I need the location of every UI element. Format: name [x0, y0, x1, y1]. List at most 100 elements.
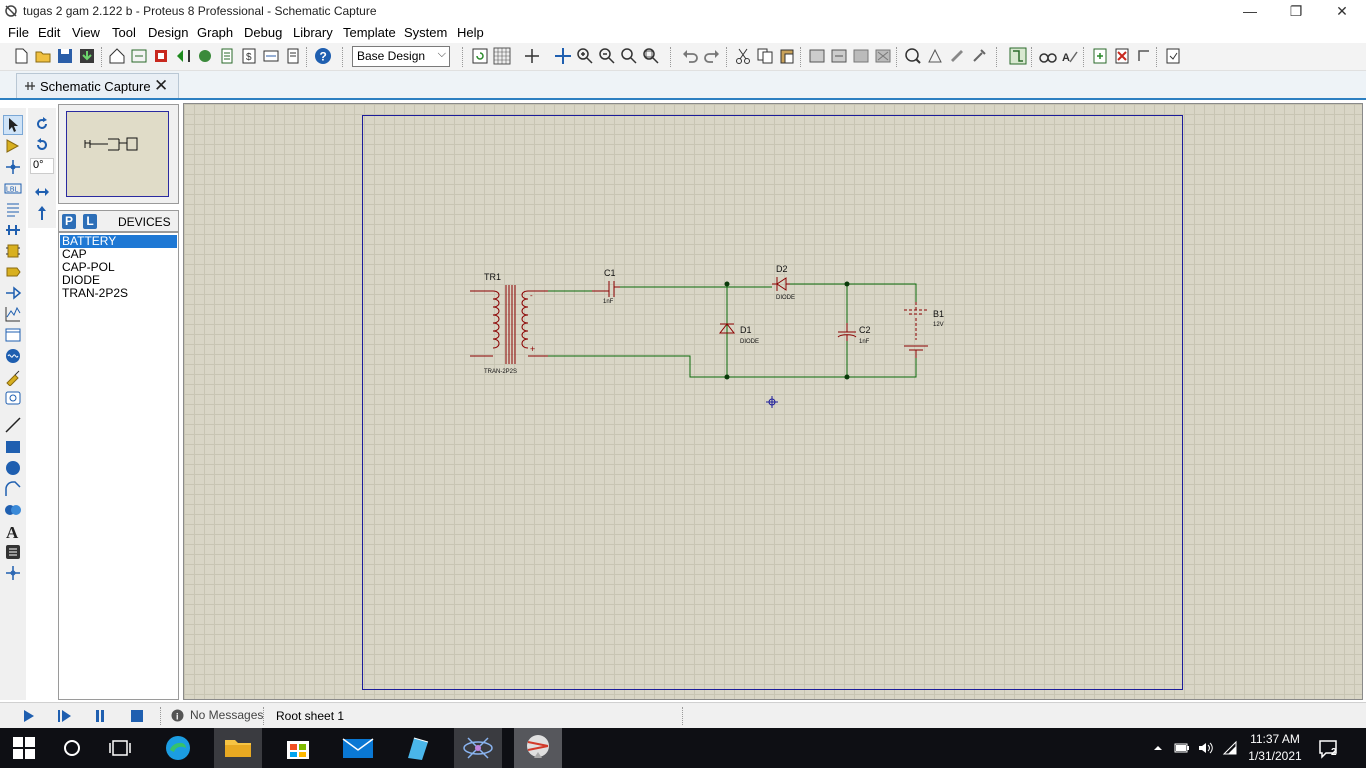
erc-report-icon[interactable]	[1163, 46, 1183, 66]
chevron-up-icon[interactable]	[1151, 741, 1165, 755]
undo-icon[interactable]	[680, 46, 700, 66]
junction-dot-icon[interactable]	[4, 158, 22, 176]
2d-markers-icon[interactable]	[4, 564, 22, 582]
rotate-clockwise-icon[interactable]	[34, 116, 50, 132]
proteus-isis-taskbar-icon[interactable]	[454, 728, 502, 768]
block-move-icon[interactable]	[829, 46, 849, 66]
home-icon[interactable]	[107, 46, 127, 66]
mail-icon[interactable]	[334, 728, 382, 768]
mirror-vertical-icon[interactable]	[34, 205, 50, 221]
pick-devices-button[interactable]: P	[62, 214, 76, 229]
tab-schematic-capture[interactable]: Schematic Capture ✕	[16, 73, 179, 98]
volume-icon[interactable]	[1197, 740, 1215, 756]
subcircuit-icon[interactable]	[4, 242, 22, 260]
help-icon[interactable]: ?	[313, 46, 333, 66]
component-mode-icon[interactable]	[4, 137, 22, 155]
message-count[interactable]: No Messages	[190, 708, 264, 722]
edge-browser-icon[interactable]	[154, 728, 202, 768]
decompose-icon[interactable]	[969, 46, 989, 66]
grid-toggle-icon[interactable]	[492, 46, 512, 66]
device-item-battery[interactable]: BATTERY	[60, 235, 177, 248]
schematic-icon[interactable]	[129, 46, 149, 66]
design-variant-select[interactable]: Base Design ⌵	[352, 46, 450, 67]
wire-label-icon[interactable]: LBL	[4, 179, 22, 197]
graph-mode-icon[interactable]	[4, 305, 22, 323]
device-pins-icon[interactable]	[4, 284, 22, 302]
voltage-probe-icon[interactable]	[4, 368, 22, 386]
paste-icon[interactable]	[777, 46, 797, 66]
menu-view[interactable]: View	[72, 25, 100, 40]
copy-icon[interactable]	[755, 46, 775, 66]
menu-help[interactable]: Help	[457, 25, 484, 40]
2d-symbol-icon[interactable]	[4, 543, 22, 561]
dollar-icon[interactable]: $	[239, 46, 259, 66]
2d-box-icon[interactable]	[4, 438, 22, 456]
2d-path-icon[interactable]	[4, 501, 22, 519]
proteus-taskbar-icon[interactable]	[514, 728, 562, 768]
open-folder-icon[interactable]	[33, 46, 53, 66]
stop-icon[interactable]	[129, 708, 145, 724]
clock[interactable]: 11:37 AM 1/31/2021	[1240, 731, 1310, 765]
restore-button[interactable]: ❐	[1289, 3, 1303, 19]
design-explorer-icon[interactable]	[261, 46, 281, 66]
task-view-icon[interactable]	[96, 728, 144, 768]
menu-tool[interactable]: Tool	[112, 25, 136, 40]
pcb-layout-icon[interactable]	[151, 46, 171, 66]
play-icon[interactable]	[20, 708, 36, 724]
block-copy-icon[interactable]	[807, 46, 827, 66]
new-file-icon[interactable]	[11, 46, 31, 66]
pan-icon[interactable]	[553, 46, 573, 66]
wifi-icon[interactable]	[1221, 740, 1239, 756]
save-icon[interactable]	[55, 46, 75, 66]
make-device-icon[interactable]	[925, 46, 945, 66]
gerber-icon[interactable]	[173, 46, 193, 66]
device-item-cap[interactable]: CAP	[62, 247, 87, 261]
block-rotate-icon[interactable]	[851, 46, 871, 66]
selection-mode-icon[interactable]	[3, 115, 23, 135]
property-assignment-icon[interactable]: A	[1060, 46, 1080, 66]
2d-line-icon[interactable]	[4, 416, 22, 434]
search-tag-icon[interactable]	[1038, 46, 1058, 66]
zoom-in-icon[interactable]	[575, 46, 595, 66]
cut-icon[interactable]	[733, 46, 753, 66]
device-item-cap-pol[interactable]: CAP-POL	[62, 260, 115, 274]
windows-start-icon[interactable]	[0, 728, 48, 768]
minimize-button[interactable]: —	[1243, 3, 1257, 19]
menu-file[interactable]: File	[8, 25, 29, 40]
bom-icon[interactable]	[217, 46, 237, 66]
origin-icon[interactable]	[522, 46, 542, 66]
tape-recorder-icon[interactable]	[4, 326, 22, 344]
2d-circle-icon[interactable]	[4, 459, 22, 477]
pause-icon[interactable]	[92, 708, 108, 724]
rotate-anticlockwise-icon[interactable]	[34, 137, 50, 153]
zoom-area-icon[interactable]	[641, 46, 661, 66]
device-item-tran-2p2s[interactable]: TRAN-2P2S	[62, 286, 129, 300]
menu-edit[interactable]: Edit	[38, 25, 61, 40]
wire-autorouter-icon[interactable]	[1008, 46, 1028, 66]
step-icon[interactable]	[57, 708, 73, 724]
import-icon[interactable]	[77, 46, 97, 66]
file-explorer-icon[interactable]	[214, 728, 262, 768]
schematic-editing-window[interactable]	[183, 103, 1363, 700]
new-sheet-icon[interactable]	[1090, 46, 1110, 66]
menu-design[interactable]: Design	[148, 25, 189, 40]
generator-mode-icon[interactable]	[4, 347, 22, 365]
redo-icon[interactable]	[702, 46, 722, 66]
terminals-icon[interactable]	[4, 263, 22, 281]
microsoft-store-icon[interactable]	[274, 728, 322, 768]
close-button[interactable]: ✕	[1336, 3, 1348, 19]
menu-graph[interactable]: Graph	[197, 25, 234, 40]
menu-template[interactable]: Template	[343, 25, 396, 40]
notification-center-icon[interactable]	[1318, 739, 1340, 759]
notes-icon[interactable]	[283, 46, 303, 66]
virtual-instruments-icon[interactable]	[4, 389, 22, 407]
menu-debug[interactable]: Debug	[244, 25, 283, 40]
battery-tray-icon[interactable]	[1173, 740, 1191, 756]
2d-arc-icon[interactable]	[4, 480, 22, 498]
text-script-icon[interactable]	[4, 200, 22, 218]
block-delete-icon[interactable]	[873, 46, 893, 66]
refresh-icon[interactable]	[470, 46, 490, 66]
tab-close-icon[interactable]: ✕	[154, 76, 169, 95]
3d-viewer-icon[interactable]	[195, 46, 215, 66]
device-item-diode[interactable]: DIODE	[62, 273, 101, 287]
